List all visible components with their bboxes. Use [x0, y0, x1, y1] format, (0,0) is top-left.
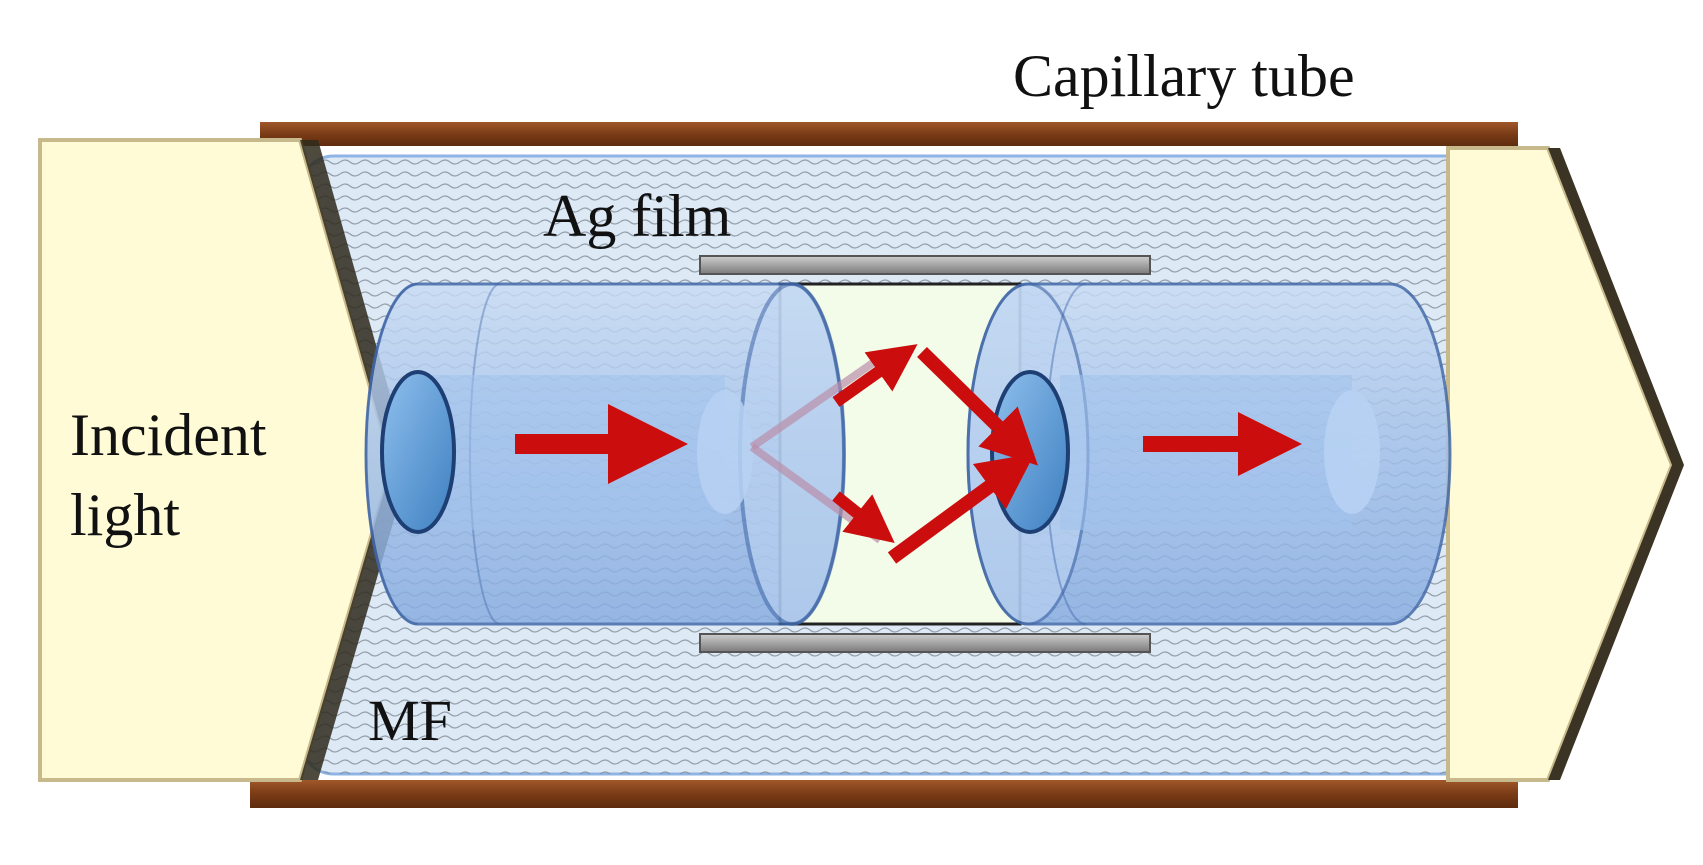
reflect-up-arrow — [832, 344, 918, 407]
reflect-down-arrow — [832, 491, 895, 543]
capillary-tube-label: Capillary tube — [1013, 43, 1355, 109]
left-fiber-core-face — [380, 370, 456, 534]
ag-film-top — [699, 255, 1151, 275]
right-fiber-core-end — [1324, 390, 1380, 514]
converge-arrow-bottom — [887, 453, 1035, 564]
output-fiber-block — [1446, 146, 1675, 782]
mf-label: MF — [368, 688, 452, 753]
input-fiber-block-edge — [300, 140, 410, 780]
converge-arrow-top — [917, 346, 1039, 466]
ag-film-label: Ag film — [543, 183, 732, 249]
right-fiber-core — [1060, 375, 1352, 530]
incident-light-label-line1: Incident — [70, 402, 267, 468]
incident-light-label-line2: light — [70, 482, 181, 548]
incident-light-label: Incident light — [70, 395, 267, 555]
capillary-wall-bottom — [250, 780, 1518, 808]
left-fiber-core-end — [697, 390, 753, 514]
right-fiber-core-face — [990, 370, 1070, 534]
capillary-wall-top — [260, 122, 1518, 146]
ag-film-bottom — [699, 633, 1151, 653]
